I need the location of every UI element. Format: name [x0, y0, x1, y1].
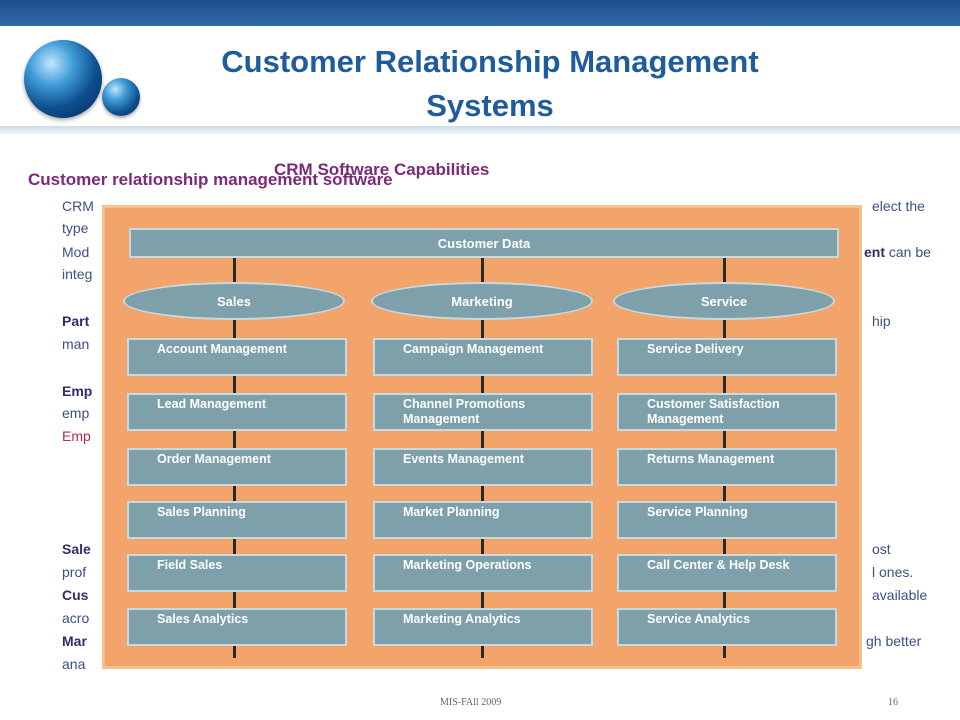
small-globe-icon	[102, 78, 140, 116]
capability-box: Call Center & Help Desk	[617, 554, 837, 592]
body-line: hip	[872, 313, 891, 329]
capability-box: Field Sales	[127, 554, 347, 592]
column-header-sales: Sales	[123, 282, 345, 320]
body-line: available	[872, 587, 928, 603]
body-line: emp	[62, 405, 90, 421]
capability-box: Order Management	[127, 448, 347, 486]
body-line: Part	[62, 313, 89, 329]
capability-box: Marketing Analytics	[373, 608, 593, 646]
capability-box: Sales Analytics	[127, 608, 347, 646]
body-line: Cus	[62, 587, 88, 603]
slide-title-line-2: Systems	[426, 88, 554, 123]
capability-box: Lead Management	[127, 393, 347, 431]
capability-box: Service Delivery	[617, 338, 837, 376]
body-bold: Mar	[62, 633, 87, 649]
body-line: type	[62, 220, 89, 236]
body-text: can be	[885, 244, 931, 260]
body-bold: ent	[864, 244, 885, 260]
column-header-service: Service	[613, 282, 835, 320]
column-header-marketing: Marketing	[371, 282, 593, 320]
customer-data-bar: Customer Data	[129, 228, 839, 258]
top-band	[0, 0, 960, 26]
diagram-caption: CRM Software Capabilities	[274, 160, 490, 179]
slide-title-line-1: Customer Relationship Management	[221, 44, 759, 79]
globe-logo-icon	[24, 40, 102, 118]
body-line: Emp	[62, 383, 92, 399]
body-line: elect the	[872, 198, 925, 214]
capability-box: Market Planning	[373, 501, 593, 539]
body-line: l ones.	[872, 564, 914, 580]
capability-box: Campaign Management	[373, 338, 593, 376]
body-line: Sale	[62, 541, 91, 557]
body-line: Emp	[62, 428, 91, 444]
section-subtitle: Customer relationship management softwar…	[28, 170, 393, 189]
capability-box: Returns Management	[617, 448, 837, 486]
capability-box: Service Analytics	[617, 608, 837, 646]
body-line: integ	[62, 266, 93, 282]
body-line: ana	[62, 656, 86, 672]
body-line: ost	[872, 541, 891, 557]
capability-box: Service Planning	[617, 501, 837, 539]
title-divider	[0, 126, 960, 134]
page-number: 16	[888, 697, 898, 708]
body-bold: Sale	[62, 541, 91, 557]
body-line: gh better	[866, 633, 922, 649]
body-line: CRM	[62, 198, 94, 214]
capability-box: Customer Satisfaction Management	[617, 393, 837, 431]
body-bold: Cus	[62, 587, 89, 603]
capability-box: Sales Planning	[127, 501, 347, 539]
body-line: ent can be	[864, 244, 931, 260]
slide-title: Customer Relationship Management Systems	[150, 40, 830, 128]
capability-box: Marketing Operations	[373, 554, 593, 592]
capability-box: Events Management	[373, 448, 593, 486]
body-line: Mar	[62, 633, 87, 649]
crm-capabilities-diagram: Customer Data Sales Marketing Service Ac…	[102, 205, 862, 669]
body-line: acro	[62, 610, 90, 626]
body-bold: Emp	[62, 383, 93, 399]
capability-box: Account Management	[127, 338, 347, 376]
body-line: Mod	[62, 244, 90, 260]
body-line: man	[62, 336, 90, 352]
footer-course-label: MIS-FAll 2009	[440, 697, 502, 708]
body-line: prof	[62, 564, 87, 580]
capability-box: Channel Promotions Management	[373, 393, 593, 431]
title-strip	[0, 26, 960, 128]
body-bold: Part	[62, 313, 90, 329]
